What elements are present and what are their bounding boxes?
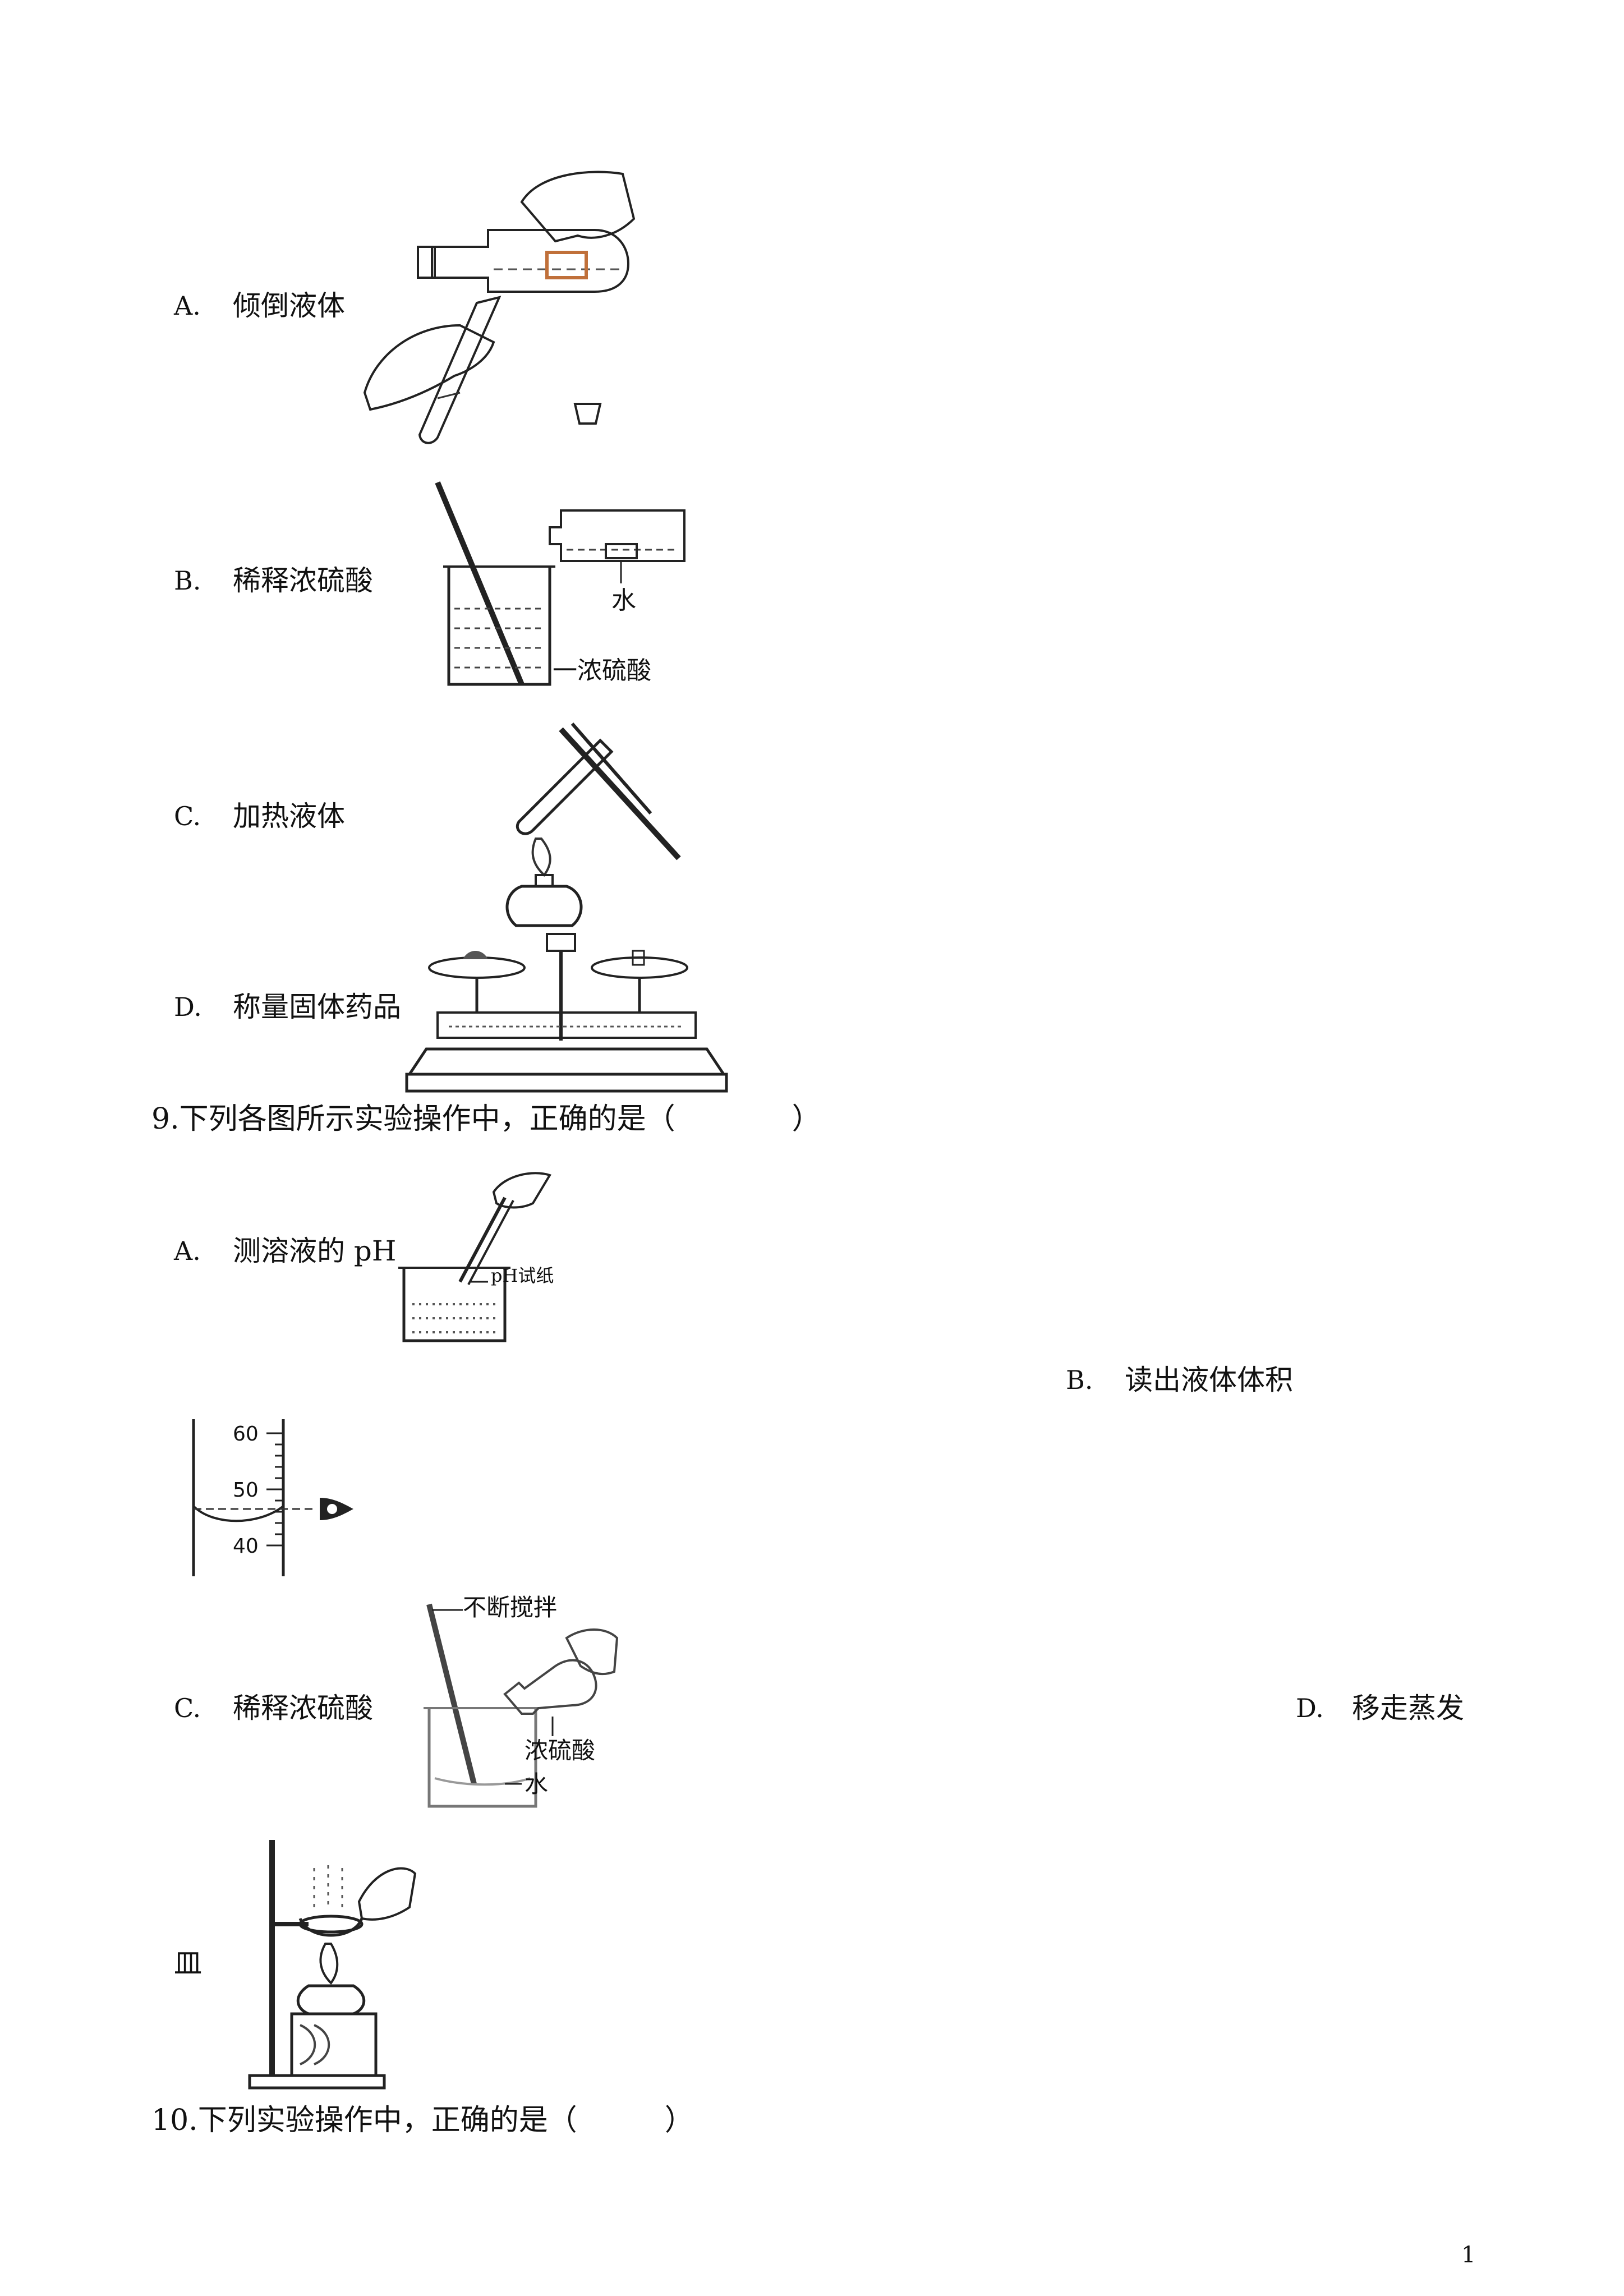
label-ph-paper: pH试纸 bbox=[491, 1265, 554, 1286]
q9-stem: 9.下列各图所示实验操作中，正确的是（ ） bbox=[151, 1102, 821, 1136]
q9-option-a-letter: A. bbox=[174, 1236, 201, 1266]
q8-option-c-letter: C. bbox=[174, 801, 201, 831]
q9-option-d-text: 移走蒸发 bbox=[1352, 1692, 1464, 1724]
label-water: 水 bbox=[525, 1770, 548, 1798]
figure-dilute-acid-correct: 不断搅拌 水 浓硫酸 bbox=[424, 1594, 619, 1808]
label-concentrated-acid: 一浓硫酸 bbox=[553, 656, 651, 685]
label-stir: 不断搅拌 bbox=[463, 1594, 557, 1621]
figure-balance bbox=[405, 933, 728, 1093]
figure-read-cylinder: 60 50 40 bbox=[192, 1419, 353, 1576]
q8-option-a-letter: A. bbox=[174, 291, 201, 321]
q9-option-d-letter: D. bbox=[1296, 1693, 1324, 1723]
q8-option-a-text: 倾倒液体 bbox=[233, 289, 345, 322]
q8-option-b-text: 稀释浓硫酸 bbox=[233, 564, 373, 597]
label-concentrated-acid: 浓硫酸 bbox=[525, 1737, 595, 1764]
figure-pour-liquid bbox=[363, 171, 636, 444]
q8-option-b-letter: B. bbox=[174, 565, 201, 596]
label-water: 水 bbox=[611, 586, 636, 615]
page-number: 1 bbox=[1461, 2242, 1476, 2268]
q9-option-b-text: 读出液体体积 bbox=[1125, 1364, 1293, 1396]
q9-option-c-text: 稀释浓硫酸 bbox=[233, 1692, 373, 1724]
q8-option-d-letter: D. bbox=[174, 992, 202, 1022]
tick-label-40: 40 bbox=[233, 1535, 259, 1558]
tick-label-50: 50 bbox=[233, 1479, 259, 1502]
q10-stem: 10.下列实验操作中，正确的是（ ） bbox=[151, 2104, 694, 2137]
figure-evaporating-dish bbox=[248, 1840, 417, 2090]
figure-heat-liquid bbox=[505, 723, 681, 927]
tick-label-60: 60 bbox=[233, 1423, 259, 1446]
q9-option-d-text-suffix: 皿 bbox=[174, 1947, 202, 1980]
q9-option-b-letter: B. bbox=[1066, 1365, 1093, 1395]
q8-option-c-text: 加热液体 bbox=[233, 800, 345, 832]
figure-dilute-acid-wrong: 水 一浓硫酸 bbox=[435, 481, 686, 686]
figure-ph-test: pH试纸 bbox=[398, 1172, 554, 1342]
q9-option-a-text: 测溶液的 pH bbox=[233, 1235, 397, 1267]
q9-option-c-letter: C. bbox=[174, 1693, 201, 1723]
q8-option-d-text: 称量固体药品 bbox=[233, 991, 401, 1023]
